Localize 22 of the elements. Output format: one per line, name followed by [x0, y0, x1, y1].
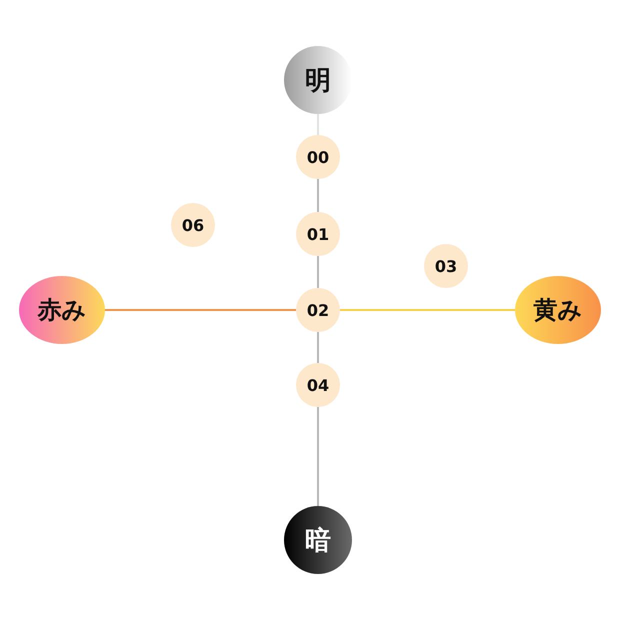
node-label: 04: [306, 376, 330, 394]
number-circle: [296, 212, 340, 256]
number-circle: [296, 135, 340, 179]
node-label: 00: [306, 148, 330, 166]
number-circle: [296, 288, 340, 332]
connector-line: [317, 179, 319, 212]
connector-line: [317, 256, 319, 288]
node-label: 暗: [305, 524, 331, 558]
number-circle: [424, 244, 468, 288]
connector-line: [317, 332, 319, 363]
node-label: 明: [305, 64, 331, 98]
node-label: 03: [434, 256, 458, 276]
connector-line: [340, 309, 515, 311]
connector-line: [317, 407, 319, 506]
node-label: 黄み: [534, 295, 582, 326]
node-label: 赤み: [38, 295, 86, 326]
node-label: 01: [306, 224, 330, 244]
node-label: 06: [182, 216, 204, 234]
connector-line: [105, 309, 296, 311]
number-circle: [296, 363, 340, 407]
number-circle: [171, 203, 215, 247]
node-label: 02: [306, 300, 330, 320]
